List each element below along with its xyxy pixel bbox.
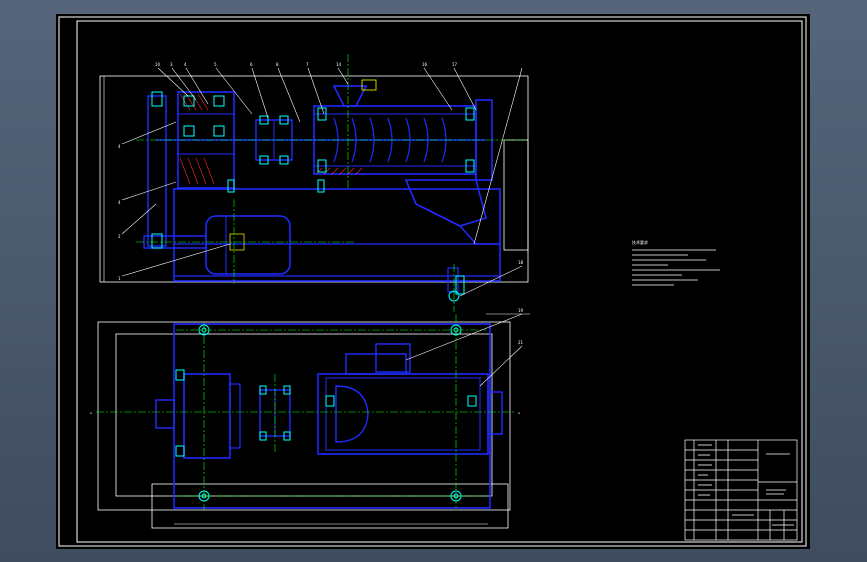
label-7: 7	[306, 62, 309, 67]
leader-lines	[121, 67, 523, 387]
belt-drive	[147, 91, 167, 249]
top-view	[96, 290, 516, 529]
label-19: 19	[518, 308, 524, 313]
label-3: 3	[170, 62, 173, 67]
label-4: 4	[184, 62, 187, 67]
label-4b: 4	[118, 144, 121, 149]
barrel-top	[317, 343, 503, 455]
front-view	[99, 54, 530, 315]
discharge-chute	[404, 99, 500, 293]
section-mark-right: A	[518, 411, 521, 415]
feed-hopper	[332, 79, 377, 107]
drawing-sheet: 10 3 4 5 6 8 7 14 16 17 4 4 2 1 18 19 21…	[58, 16, 807, 547]
center-lines-top	[96, 314, 516, 510]
label-8: 8	[276, 62, 279, 67]
balloon-labels: 10 3 4 5 6 8 7 14 16 17 4 4 2 1 18 19 21…	[90, 62, 524, 415]
top-view-inner	[115, 333, 493, 497]
technical-notes: 技术要求	[632, 239, 720, 286]
front-right-box	[503, 139, 529, 251]
title-block-marks	[698, 444, 794, 526]
label-5: 5	[214, 62, 217, 67]
inner-border	[76, 20, 803, 543]
label-16: 16	[422, 62, 428, 67]
label-21: 21	[518, 340, 524, 345]
label-6: 6	[250, 62, 253, 67]
top-view-outline	[97, 321, 511, 511]
notes-heading: 技术要求	[632, 239, 648, 245]
title-block	[684, 439, 798, 541]
label-10: 10	[155, 62, 161, 67]
label-4c: 4	[118, 200, 121, 205]
machine-base	[173, 188, 501, 282]
label-14: 14	[336, 62, 342, 67]
label-1: 1	[118, 276, 121, 281]
motor-top	[155, 373, 241, 459]
center-lines-front	[136, 54, 526, 312]
base-plate-top	[173, 323, 491, 509]
bolts-front	[227, 107, 475, 295]
outer-border	[58, 16, 807, 547]
label-17: 17	[452, 62, 458, 67]
label-2: 2	[118, 234, 121, 239]
cad-viewport[interactable]: 10 3 4 5 6 8 7 14 16 17 4 4 2 1 18 19 21…	[56, 14, 810, 549]
label-18: 18	[518, 260, 524, 265]
section-mark-left: A	[90, 411, 93, 415]
anchor-bolts-top	[175, 290, 477, 502]
